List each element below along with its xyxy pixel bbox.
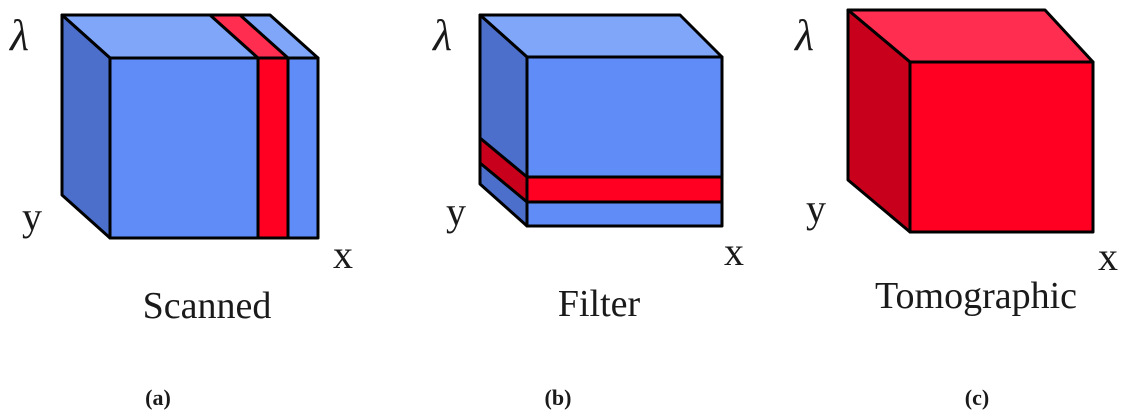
- x-axis-label: x: [724, 229, 744, 274]
- tomographic-cube: [846, 8, 1095, 234]
- panel-sublabel: (a): [145, 385, 171, 410]
- lambda-axis-label: λ: [8, 11, 29, 60]
- y-axis-label: y: [446, 189, 466, 234]
- panel-sublabel: (c): [965, 385, 989, 410]
- filter-cube: [478, 13, 724, 228]
- scanned-slice-front: [256, 56, 290, 240]
- lambda-axis-label: λ: [793, 11, 814, 60]
- scanned-cube: [60, 13, 320, 240]
- panel-caption: Scanned: [143, 285, 272, 327]
- y-axis-label: y: [22, 194, 42, 239]
- lambda-axis-label: λ: [431, 11, 452, 60]
- filter-slice-front: [525, 175, 724, 204]
- panel-a: λ y x Scanned (a): [8, 11, 353, 410]
- x-axis-label: x: [333, 232, 353, 277]
- panel-c: λ y x Tomographic (c): [793, 8, 1118, 410]
- panel-caption: Filter: [558, 283, 641, 325]
- panel-b: λ y x Filter (b): [431, 11, 744, 410]
- y-axis-label: y: [806, 186, 826, 231]
- panel-caption: Tomographic: [875, 275, 1077, 317]
- panel-sublabel: (b): [545, 385, 572, 410]
- x-axis-label: x: [1098, 234, 1118, 279]
- cube-c-front-face: [908, 60, 1095, 234]
